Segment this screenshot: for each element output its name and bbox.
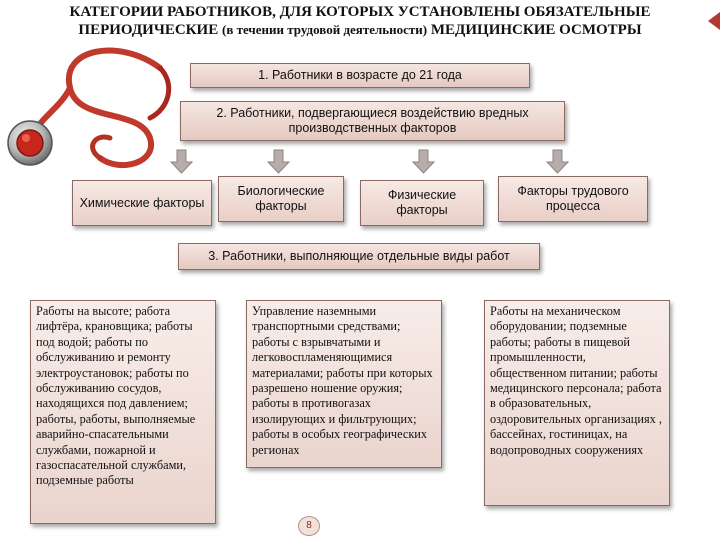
down-arrow-icon — [169, 149, 194, 174]
title-line-2: ПЕРИОДИЧЕСКИЕ (в течении трудовой деятел… — [10, 21, 710, 39]
factor-labor-process-box: Факторы трудового процесса — [498, 176, 648, 222]
factor-labor-process-label: Факторы трудового процесса — [517, 184, 629, 213]
work-types-middle-text: Управление наземными транспортными средс… — [252, 304, 433, 457]
category-3-box: 3. Работники, выполняющие отдельные виды… — [178, 243, 540, 270]
title-line-2-subtitle: (в течении трудовой деятельности) — [221, 22, 428, 37]
title-line-2-start: ПЕРИОДИЧЕСКИЕ — [78, 22, 222, 38]
title-line-1: КАТЕГОРИИ РАБОТНИКОВ, ДЛЯ КОТОРЫХ УСТАНО… — [69, 4, 651, 20]
work-types-right-box: Работы на механическом оборудовании; под… — [484, 300, 670, 506]
page-title: КАТЕГОРИИ РАБОТНИКОВ, ДЛЯ КОТОРЫХ УСТАНО… — [10, 4, 710, 39]
corner-marker-icon — [708, 12, 720, 30]
work-types-left-box: Работы на высоте; работа лифтёра, кранов… — [30, 300, 216, 524]
title-line-2-end: МЕДИЦИНСКИЕ ОСМОТРЫ — [427, 22, 642, 38]
down-arrow-icon — [545, 149, 570, 174]
category-2-label: 2. Работники, подвергающиеся воздействию… — [216, 106, 529, 135]
factor-biological-label: Биологические факторы — [237, 184, 325, 213]
page-number: 8 — [298, 516, 320, 536]
stethoscope-icon — [7, 47, 172, 169]
factor-chemical-box: Химические факторы — [72, 180, 212, 226]
down-arrow-icon — [266, 149, 291, 174]
factor-physical-box: Физические факторы — [360, 180, 484, 226]
category-3-label: 3. Работники, выполняющие отдельные виды… — [208, 249, 510, 263]
factor-biological-box: Биологические факторы — [218, 176, 344, 222]
category-1-label: 1. Работники в возрасте до 21 года — [258, 68, 462, 82]
category-2-box: 2. Работники, подвергающиеся воздействию… — [180, 101, 565, 141]
factor-chemical-label: Химические факторы — [79, 195, 205, 210]
work-types-middle-box: Управление наземными транспортными средс… — [246, 300, 442, 468]
factor-physical-label: Физические факторы — [387, 188, 457, 217]
work-types-left-text: Работы на высоте; работа лифтёра, кранов… — [36, 304, 196, 488]
down-arrow-icon — [411, 149, 436, 174]
category-1-box: 1. Работники в возрасте до 21 года — [190, 63, 530, 88]
work-types-right-text: Работы на механическом оборудовании; под… — [490, 304, 662, 457]
page-number-label: 8 — [306, 520, 312, 531]
